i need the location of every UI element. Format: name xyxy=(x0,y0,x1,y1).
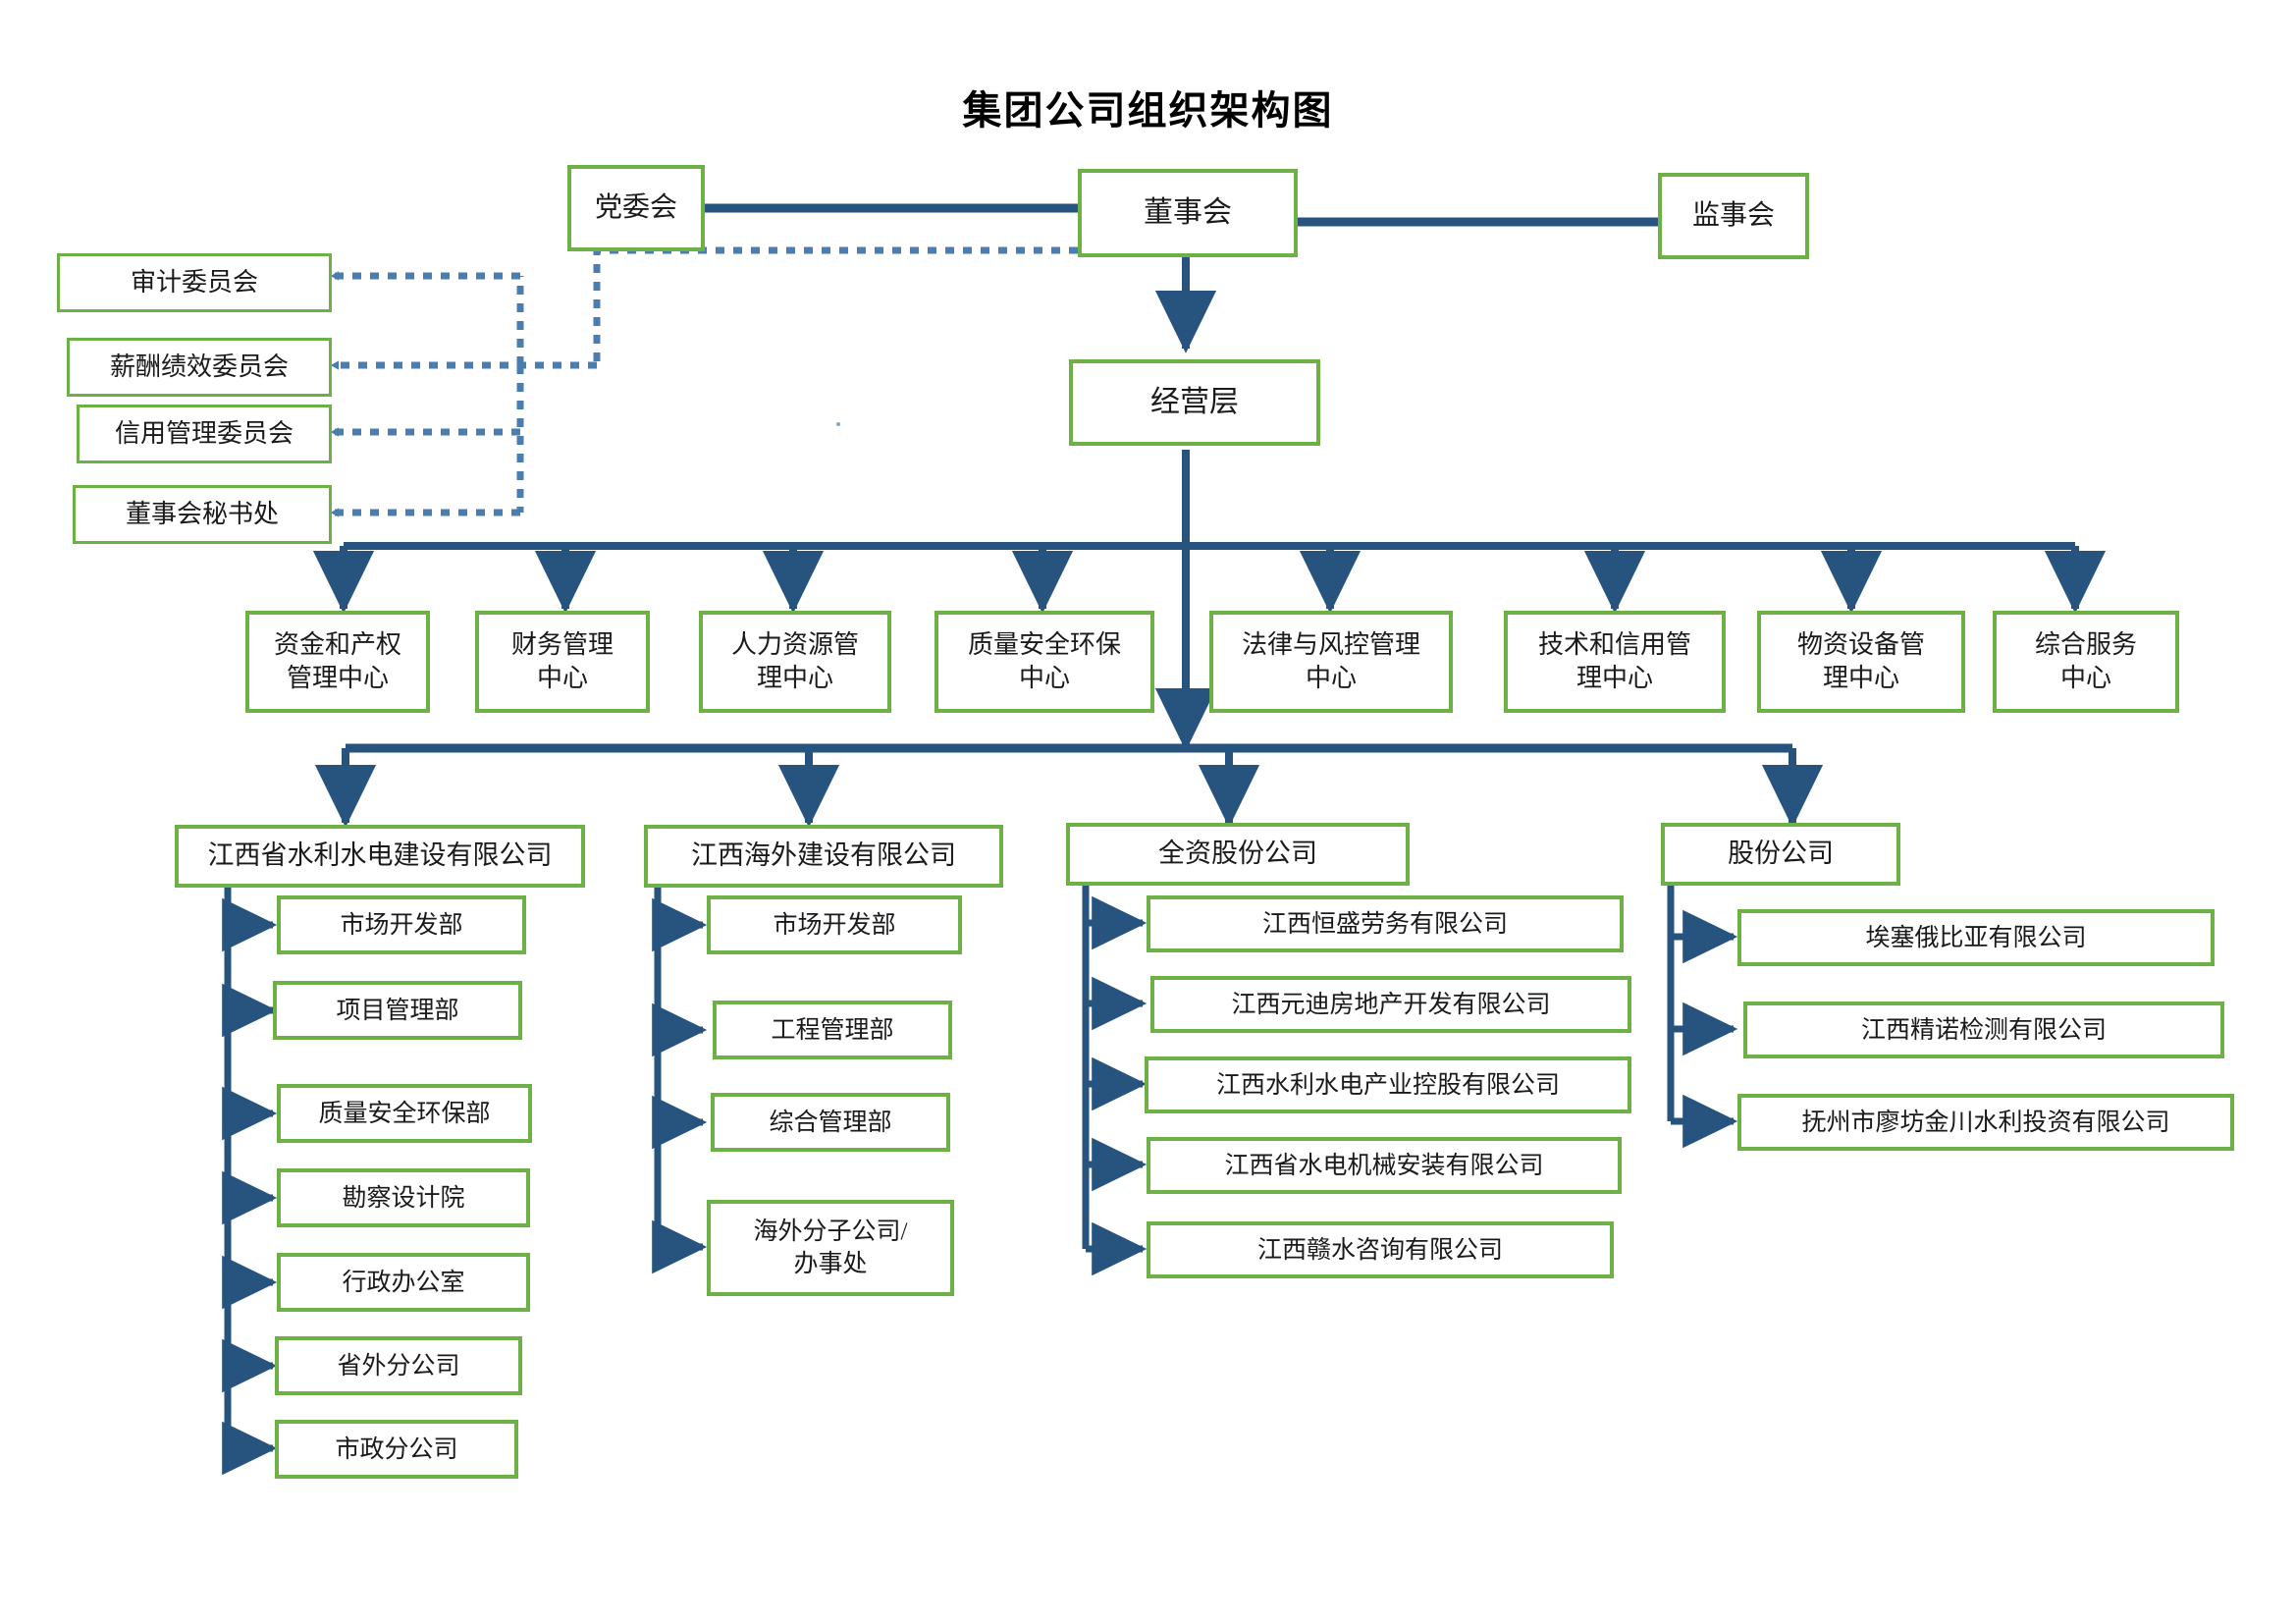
node-committee-credit[interactable]: 信用管理委员会 xyxy=(77,405,332,463)
node-board-secretariat[interactable]: 董事会秘书处 xyxy=(73,485,332,544)
node-label: 监事会 xyxy=(1691,199,1775,231)
node-center-materials-equipment[interactable]: 物资设备管 理中心 xyxy=(1757,611,1965,713)
node-label-line2: 理中心 xyxy=(1575,664,1653,692)
node-label-line2: 理中心 xyxy=(756,664,833,692)
node-committee-audit[interactable]: 审计委员会 xyxy=(57,253,332,312)
page-title: 集团公司组织架构图 xyxy=(962,88,1334,133)
node-label-line2: 中心 xyxy=(536,664,588,692)
node-party-committee[interactable]: 党委会 xyxy=(567,165,705,251)
node-label: 董事会 xyxy=(1144,196,1232,230)
node-label: 项目管理部 xyxy=(336,997,459,1024)
node-label: 行政办公室 xyxy=(342,1269,465,1296)
node-management-layer[interactable]: 经营层 xyxy=(1069,359,1320,446)
node-subsidiary-jiangxi-water-power[interactable]: 江西省水利水电建设有限公司 xyxy=(175,825,585,888)
node-company-ganshui-consulting[interactable]: 江西赣水咨询有限公司 xyxy=(1147,1221,1614,1278)
node-center-technology-credit[interactable]: 技术和信用管 理中心 xyxy=(1504,611,1726,713)
stray-dot-marker xyxy=(836,422,840,426)
node-label: 质量安全环保部 xyxy=(318,1100,491,1127)
node-label-line1: 技术和信用管 xyxy=(1537,629,1691,659)
node-label-line2: 中心 xyxy=(1018,664,1070,692)
node-label: 江西恒盛劳务有限公司 xyxy=(1261,910,1508,938)
node-label-line1: 人力资源管 xyxy=(730,629,859,659)
node-company-hydropower-machinery-installation[interactable]: 江西省水电机械安装有限公司 xyxy=(1147,1137,1622,1194)
node-center-finance[interactable]: 财务管理 中心 xyxy=(475,611,650,713)
node-dept-quality-safety-environment[interactable]: 质量安全环保部 xyxy=(277,1084,532,1143)
node-label: 抚州市廖坊金川水利投资有限公司 xyxy=(1801,1109,2170,1136)
node-center-legal-risk[interactable]: 法律与风控管理 中心 xyxy=(1209,611,1453,713)
node-label: 市场开发部 xyxy=(773,911,896,939)
node-board-of-directors[interactable]: 董事会 xyxy=(1078,169,1298,257)
node-label: 薪酬绩效委员会 xyxy=(109,352,289,381)
node-company-liaofang-jinchuan-water-investment[interactable]: 抚州市廖坊金川水利投资有限公司 xyxy=(1737,1094,2234,1151)
node-label: 江西水利水电产业控股有限公司 xyxy=(1215,1071,1560,1099)
node-dept-out-of-province-branch[interactable]: 省外分公司 xyxy=(275,1336,522,1395)
node-dept-market-development-2[interactable]: 市场开发部 xyxy=(707,895,962,954)
node-label-line2: 管理中心 xyxy=(286,664,389,692)
node-company-ethiopia[interactable]: 埃塞俄比亚有限公司 xyxy=(1737,909,2215,966)
node-center-general-services[interactable]: 综合服务 中心 xyxy=(1993,611,2179,713)
node-company-hengsheng-labor[interactable]: 江西恒盛劳务有限公司 xyxy=(1147,895,1624,952)
node-label: 市政分公司 xyxy=(335,1435,458,1463)
node-label: 江西精诺检测有限公司 xyxy=(1860,1016,2107,1044)
node-dept-project-management[interactable]: 项目管理部 xyxy=(273,981,522,1040)
node-label: 埃塞俄比亚有限公司 xyxy=(1865,924,2087,951)
node-label-line1: 物资设备管 xyxy=(1796,629,1925,659)
node-label-line1: 综合服务 xyxy=(2034,629,2137,659)
node-label: 江西赣水咨询有限公司 xyxy=(1256,1236,1503,1264)
node-label: 董事会秘书处 xyxy=(125,499,279,528)
node-label: 江西海外建设有限公司 xyxy=(691,840,956,871)
node-dept-municipal-branch[interactable]: 市政分公司 xyxy=(275,1420,518,1479)
node-label-line2: 中心 xyxy=(1305,664,1357,692)
node-label-line1: 质量安全环保 xyxy=(967,629,1121,659)
node-label: 党委会 xyxy=(594,191,677,223)
node-company-yuandi-real-estate[interactable]: 江西元迪房地产开发有限公司 xyxy=(1150,976,1631,1033)
node-label: 审计委员会 xyxy=(130,267,258,297)
node-center-quality-safety-environment[interactable]: 质量安全环保 中心 xyxy=(934,611,1154,713)
node-label: 市场开发部 xyxy=(340,911,463,939)
node-company-jingnuo-testing[interactable]: 江西精诺检测有限公司 xyxy=(1743,1001,2224,1058)
node-label: 工程管理部 xyxy=(771,1016,894,1044)
node-center-human-resources[interactable]: 人力资源管 理中心 xyxy=(699,611,891,713)
node-board-of-supervisors[interactable]: 监事会 xyxy=(1658,173,1809,259)
node-label: 江西元迪房地产开发有限公司 xyxy=(1231,991,1551,1018)
node-dept-administrative-office[interactable]: 行政办公室 xyxy=(277,1253,530,1312)
node-label: 全资股份公司 xyxy=(1158,839,1317,869)
node-center-capital-equity[interactable]: 资金和产权 管理中心 xyxy=(245,611,430,713)
node-label-line1: 资金和产权 xyxy=(273,629,401,659)
node-committee-compensation[interactable]: 薪酬绩效委员会 xyxy=(67,338,332,397)
node-label: 经营层 xyxy=(1150,386,1239,419)
node-label-line1: 财务管理 xyxy=(510,629,614,659)
node-dept-engineering-management[interactable]: 工程管理部 xyxy=(713,1001,952,1059)
node-dept-general-management[interactable]: 综合管理部 xyxy=(711,1093,950,1152)
node-label: 综合管理部 xyxy=(769,1109,892,1136)
node-label: 江西省水电机械安装有限公司 xyxy=(1224,1152,1544,1179)
node-label: 省外分公司 xyxy=(337,1352,460,1380)
node-label-line2: 理中心 xyxy=(1822,664,1899,692)
node-subsidiary-wholly-owned[interactable]: 全资股份公司 xyxy=(1066,823,1410,886)
node-dept-overseas-branches-offices[interactable]: 海外分子公司/ 办事处 xyxy=(707,1200,954,1296)
node-label-line2: 办事处 xyxy=(793,1251,868,1277)
node-company-water-power-industry-holding[interactable]: 江西水利水电产业控股有限公司 xyxy=(1145,1056,1631,1113)
node-subsidiary-jiangxi-overseas[interactable]: 江西海外建设有限公司 xyxy=(644,825,1003,888)
node-dept-market-development-1[interactable]: 市场开发部 xyxy=(277,895,526,954)
node-label: 江西省水利水电建设有限公司 xyxy=(207,840,553,871)
node-label-line1: 法律与风控管理 xyxy=(1241,629,1420,659)
node-label: 勘察设计院 xyxy=(342,1184,465,1212)
node-dept-survey-design-institute[interactable]: 勘察设计院 xyxy=(277,1168,530,1227)
node-subsidiary-shareholding[interactable]: 股份公司 xyxy=(1661,823,1900,886)
node-label: 信用管理委员会 xyxy=(114,418,294,448)
node-label: 股份公司 xyxy=(1728,839,1834,869)
node-label-line2: 中心 xyxy=(2059,664,2111,692)
node-label-line1: 海外分子公司/ xyxy=(753,1218,908,1245)
